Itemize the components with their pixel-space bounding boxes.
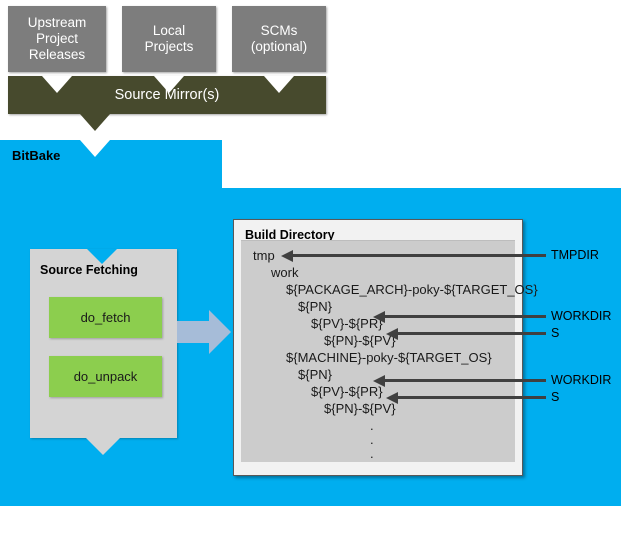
tree-node-pn-pv-2: ${PN}-${PV} (324, 401, 396, 416)
callout-arrow-tmpdir-shaft (292, 254, 546, 257)
callout-label-s-2: S (551, 390, 560, 404)
task-do-unpack[interactable]: do_unpack (49, 356, 162, 397)
fetch-to-build-arrow-shaft (177, 321, 209, 343)
callout-arrow-workdir-1-head (373, 311, 385, 323)
task-do-fetch[interactable]: do_fetch (49, 297, 162, 338)
notch-arrow-scms (264, 76, 294, 93)
tree-node-tmp: tmp (253, 248, 275, 263)
tree-node-package-arch: ${PACKAGE_ARCH}-poky-${TARGET_OS} (286, 282, 538, 297)
callout-arrow-tmpdir-head (281, 250, 293, 262)
build-directory-tree-area: tmp work ${PACKAGE_ARCH}-poky-${TARGET_O… (241, 240, 538, 462)
callout-arrow-workdir-1-shaft (384, 315, 546, 318)
tree-node-pn-pv-1: ${PN}-${PV} (324, 333, 396, 348)
callout-arrow-s-1-shaft (397, 332, 546, 335)
source-fetching-panel (30, 249, 177, 438)
source-label-line: SCMs (260, 23, 298, 38)
tree-node-pn-2: ${PN} (298, 367, 332, 382)
source-fetching-input-notch (87, 249, 117, 264)
tree-ellipsis-dot: . (370, 446, 374, 461)
callout-arrow-workdir-2-shaft (384, 379, 546, 382)
tree-node-machine: ${MACHINE}-poky-${TARGET_OS} (286, 350, 492, 365)
tree-node-pv-pr-1: ${PV}-${PR} (311, 316, 383, 331)
source-box-local-projects: Local Projects (122, 6, 216, 72)
tree-ellipsis-dot: . (370, 432, 374, 447)
callout-label-workdir-1: WORKDIR (551, 309, 612, 323)
callout-label-tmpdir: TMPDIR (551, 248, 599, 262)
task-do-fetch-label: do_fetch (80, 310, 131, 325)
source-label-line: Local (152, 23, 186, 38)
source-box-upstream-project-releases: Upstream Project Releases (8, 6, 106, 72)
bitbake-label: BitBake (12, 148, 61, 163)
source-label-line: Upstream (27, 15, 87, 30)
build-directory-title: Build Directory (245, 228, 335, 242)
mirror-output-arrow (80, 114, 110, 131)
bitbake-input-notch (80, 140, 110, 157)
callout-arrow-s-2-shaft (397, 396, 546, 399)
source-fetching-title: Source Fetching (40, 263, 138, 277)
tree-ellipsis-dot: . (370, 418, 374, 433)
notch-arrow-upstream (42, 76, 72, 93)
notch-arrow-local (154, 76, 184, 93)
fetch-to-build-arrow-head (209, 310, 231, 354)
callout-label-workdir-2: WORKDIR (551, 373, 612, 387)
source-label-line: Project (35, 31, 78, 46)
source-mirror-label: Source Mirror(s) (114, 87, 220, 103)
tree-node-pv-pr-2: ${PV}-${PR} (311, 384, 383, 399)
source-label-line: Releases (28, 47, 86, 62)
tree-node-work: work (271, 265, 299, 280)
source-box-scms-optional: SCMs (optional) (232, 6, 326, 72)
source-label-line: Projects (144, 39, 194, 54)
task-do-unpack-label: do_unpack (73, 369, 138, 384)
tree-node-pn-1: ${PN} (298, 299, 332, 314)
callout-arrow-workdir-2-head (373, 375, 385, 387)
callout-arrow-s-1-head (386, 328, 398, 340)
callout-arrow-s-2-head (386, 392, 398, 404)
source-fetching-output-arrow (86, 438, 120, 455)
callout-label-s-1: S (551, 326, 560, 340)
source-label-line: (optional) (250, 39, 308, 54)
